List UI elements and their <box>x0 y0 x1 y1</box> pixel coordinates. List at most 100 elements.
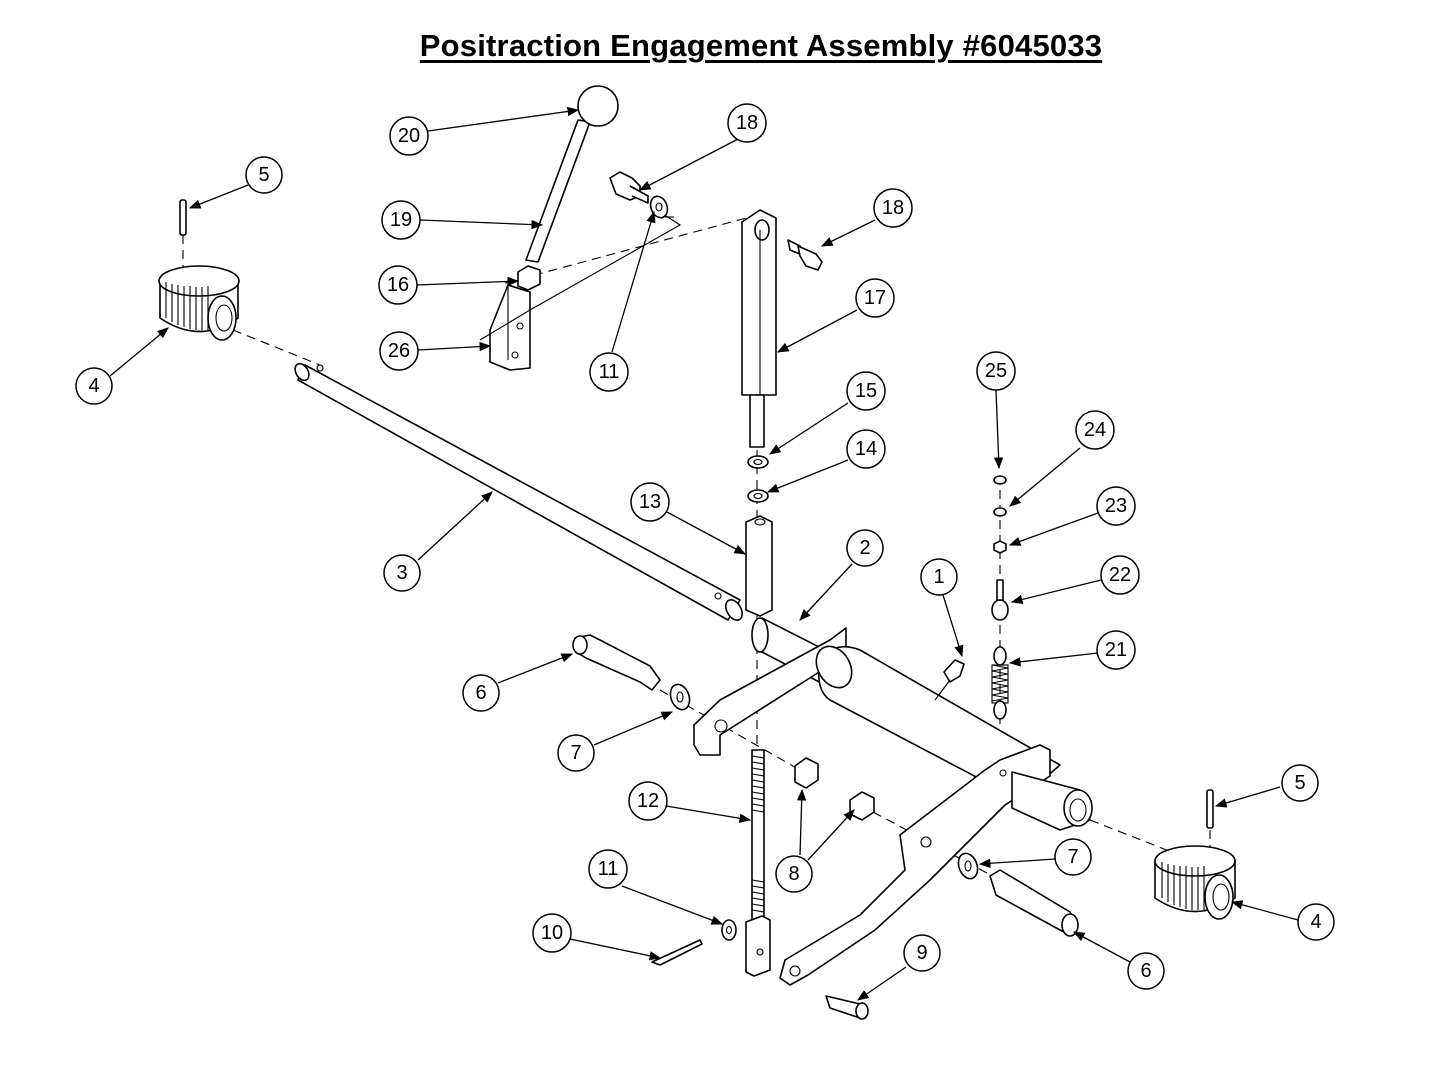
callout-label: 5 <box>1294 772 1305 794</box>
pin-part-9 <box>825 995 869 1020</box>
callout-label: 18 <box>882 197 904 219</box>
gear-part-4-left <box>158 265 240 341</box>
callout-balloon: 17 <box>855 278 895 318</box>
callout-balloon: 14 <box>846 429 886 469</box>
bolt-part-18-top <box>609 171 649 204</box>
callout-label: 26 <box>388 340 410 362</box>
callout-balloon: 21 <box>1096 630 1136 670</box>
callout-label: 14 <box>855 438 877 460</box>
callout-label: 6 <box>475 682 486 704</box>
page-title: Positraction Engagement Assembly #604503… <box>419 28 1103 63</box>
callout-balloon: 24 <box>1075 410 1115 450</box>
callout-label: 6 <box>1140 960 1151 982</box>
callout-label: 8 <box>788 863 799 885</box>
callout-balloons: 20 18 5 19 18 16 17 26 4 11 15 25 14 24 … <box>75 103 1335 990</box>
callout-label: 25 <box>985 360 1007 382</box>
callout-balloon: 15 <box>846 371 886 411</box>
callout-label: 17 <box>864 287 886 309</box>
callout-label: 4 <box>88 375 99 397</box>
callout-balloon: 3 <box>383 554 421 592</box>
callout-balloon: 2 <box>846 529 884 567</box>
callout-label: 23 <box>1105 495 1127 517</box>
callout-balloon: 11 <box>589 352 629 392</box>
callout-balloon: 13 <box>630 482 670 522</box>
spring-part-21 <box>991 646 1009 720</box>
callout-label: 10 <box>541 922 563 944</box>
washer-part-25 <box>993 475 1007 485</box>
callout-label: 21 <box>1105 639 1127 661</box>
pin-part-5-right <box>1206 789 1214 829</box>
callout-label: 15 <box>855 380 877 402</box>
frame-part-2 <box>693 617 1093 986</box>
washer-part-14 <box>747 489 769 503</box>
nut-part-8-right <box>849 791 875 821</box>
pin-part-6-right <box>989 869 1079 937</box>
washer-part-24 <box>993 507 1007 517</box>
eyebolt-part-22 <box>991 579 1009 621</box>
callout-label: 18 <box>736 112 758 134</box>
bracket-part-26 <box>479 211 682 371</box>
callout-label: 11 <box>599 361 620 383</box>
callout-balloon: 18 <box>873 188 913 228</box>
nut-part-8-left <box>794 757 819 789</box>
callout-label: 4 <box>1310 911 1321 933</box>
pin-part-6-left <box>572 634 661 691</box>
callout-balloon: 26 <box>379 331 419 371</box>
callout-balloon: 16 <box>378 265 418 305</box>
tube-part-3 <box>294 362 743 621</box>
callout-balloon: 20 <box>389 116 429 156</box>
callout-balloon: 8 <box>775 855 813 893</box>
gear-part-4-right <box>1154 845 1236 920</box>
cotter-pin-part-10 <box>651 939 703 966</box>
callout-label: 11 <box>598 858 619 880</box>
callout-label: 13 <box>639 491 661 513</box>
callout-balloon: 6 <box>462 674 500 712</box>
ball-part-20 <box>577 85 619 127</box>
coupler-part-13 <box>745 515 773 617</box>
nut-part-23 <box>993 540 1007 554</box>
fitting-part-1 <box>934 659 965 701</box>
callout-balloon: 5 <box>245 156 283 194</box>
callout-label: 12 <box>637 790 659 812</box>
callout-leaders <box>109 106 1299 1001</box>
lever-part-19 <box>525 119 591 263</box>
callout-balloon: 18 <box>727 103 767 143</box>
callout-balloon: 5 <box>1281 764 1319 802</box>
callout-label: 16 <box>387 274 409 296</box>
nut-part-15 <box>747 455 769 469</box>
callout-balloon: 10 <box>532 913 572 953</box>
callout-label: 5 <box>258 164 269 186</box>
callout-balloon: 9 <box>903 934 941 972</box>
callout-label: 2 <box>859 537 870 559</box>
callout-label: 7 <box>1067 846 1078 868</box>
rod-part-12 <box>745 749 771 977</box>
pin-part-5-left <box>179 199 187 236</box>
callout-balloon: 22 <box>1100 555 1140 595</box>
link-bar-part-17 <box>741 209 777 448</box>
callout-balloon: 12 <box>628 781 668 821</box>
callout-label: 1 <box>933 566 944 588</box>
callout-label: 7 <box>570 742 581 764</box>
callout-balloon: 23 <box>1096 486 1136 526</box>
callout-label: 9 <box>916 942 927 964</box>
callout-label: 22 <box>1109 564 1131 586</box>
washer-part-7-left <box>669 683 691 711</box>
nut-part-16 <box>517 265 541 291</box>
washer-part-7-right <box>957 852 979 880</box>
washer-part-11-bottom <box>721 919 737 941</box>
assembly-centerlines <box>182 216 1211 881</box>
callout-balloon: 4 <box>1297 903 1335 941</box>
callout-balloon: 6 <box>1127 952 1165 990</box>
callout-label: 3 <box>396 562 407 584</box>
callout-label: 20 <box>398 125 420 147</box>
callout-balloon: 7 <box>1054 838 1092 876</box>
callout-balloon: 19 <box>381 200 421 240</box>
callout-balloon: 4 <box>75 367 113 405</box>
bolt-part-18-right <box>787 239 823 271</box>
callout-label: 19 <box>390 209 412 231</box>
callout-label: 24 <box>1084 419 1106 441</box>
callout-balloon: 1 <box>920 558 958 596</box>
callout-balloon: 11 <box>588 849 628 889</box>
